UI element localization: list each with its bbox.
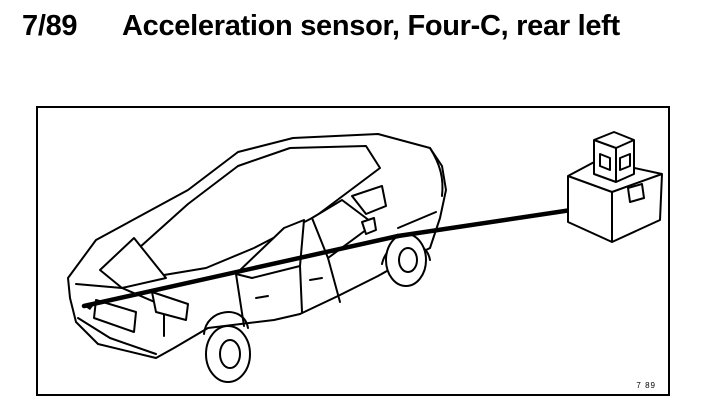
page-title: Acceleration sensor, Four-C, rear left xyxy=(122,10,620,42)
figure-number: 7/89 xyxy=(22,10,78,42)
figure-code: 7 89 xyxy=(636,381,656,390)
document-header: 7/89 Acceleration sensor, Four-C, rear l… xyxy=(0,0,704,90)
sensor-callout-line xyxy=(81,203,601,310)
illustration-frame: 7 89 xyxy=(36,106,670,396)
car-icon xyxy=(67,133,447,383)
illustration xyxy=(67,131,663,383)
acceleration-sensor-icon xyxy=(567,131,663,243)
